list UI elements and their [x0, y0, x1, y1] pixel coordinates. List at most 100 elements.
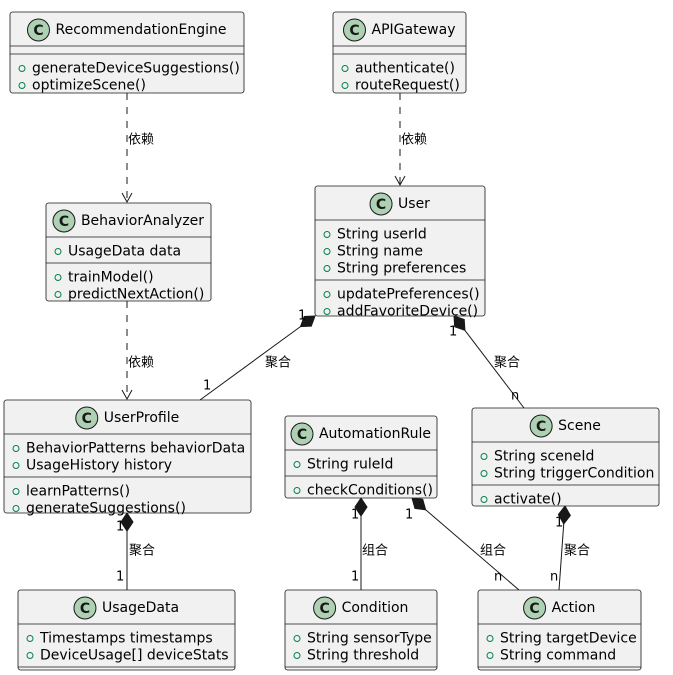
class-attribute: String targetDevice — [500, 631, 637, 647]
class-name: Scene — [558, 418, 601, 434]
class-method: activate() — [494, 492, 562, 508]
multiplicity-target: 1 — [351, 570, 359, 585]
class-stereotype-icon — [26, 18, 50, 42]
public-visibility-icon — [12, 488, 20, 495]
relation-label: 组合 — [480, 544, 506, 559]
class-attribute: String userId — [337, 227, 427, 243]
relation-label: 依赖 — [401, 133, 427, 148]
class-attribute: UsageData data — [68, 244, 181, 260]
multiplicity-target: 1 — [116, 570, 124, 585]
class-stereotype-icon — [313, 596, 337, 620]
class-attribute: String sceneId — [494, 449, 594, 465]
class-stereotype-glyph: C — [529, 601, 539, 617]
class-name: BehaviorAnalyzer — [81, 213, 204, 229]
class-method: trainModel() — [68, 270, 154, 286]
class-method: routeRequest() — [355, 78, 460, 94]
class-stereotype-icon — [52, 209, 76, 233]
public-visibility-icon — [480, 453, 488, 460]
class-name: UserProfile — [104, 410, 179, 426]
class-box — [45, 202, 212, 302]
class-box — [477, 589, 642, 671]
class-method: addFavoriteDevice() — [337, 304, 478, 320]
relation-label: 聚合 — [129, 544, 155, 559]
dependency-arrowhead — [394, 175, 406, 187]
relation-label: 组合 — [362, 544, 388, 559]
public-visibility-icon — [341, 82, 349, 89]
class-attribute: String ruleId — [307, 457, 393, 473]
class-behavior-analyzer: BehaviorAnalyzer C UsageData data trainMode… — [45, 202, 212, 303]
public-visibility-icon — [323, 265, 331, 272]
aggregation-line — [199, 326, 301, 401]
class-stereotype-glyph: C — [59, 214, 69, 230]
class-attribute: DeviceUsage[] deviceStats — [40, 648, 229, 664]
public-visibility-icon — [341, 65, 349, 72]
class-attribute: String threshold — [307, 648, 419, 664]
public-visibility-icon — [293, 635, 301, 642]
multiplicity-target: n — [550, 570, 558, 585]
public-visibility-icon — [293, 487, 301, 494]
public-visibility-icon — [323, 291, 331, 298]
public-visibility-icon — [12, 505, 20, 512]
public-visibility-icon — [480, 496, 488, 503]
public-visibility-icon — [323, 231, 331, 238]
class-box — [314, 185, 486, 317]
class-stereotype-glyph: C — [376, 197, 386, 213]
relation-r6: 聚合 1 1 — [116, 512, 155, 590]
class-name: APIGateway — [372, 22, 456, 38]
public-visibility-icon — [293, 461, 301, 468]
class-stereotype-glyph: C — [319, 601, 329, 617]
public-visibility-icon — [18, 65, 26, 72]
class-attribute: UsageHistory history — [26, 458, 172, 474]
class-name: Action — [552, 600, 596, 616]
public-visibility-icon — [12, 445, 20, 452]
relation-r2: 依赖 — [394, 93, 427, 187]
public-visibility-icon — [293, 652, 301, 659]
public-visibility-icon — [486, 652, 494, 659]
relation-label: 依赖 — [128, 356, 154, 371]
class-stereotype-glyph: C — [297, 427, 307, 443]
class-stereotype-glyph: C — [33, 23, 43, 39]
relation-label: 聚合 — [494, 356, 520, 371]
class-attribute: String sensorType — [307, 631, 432, 647]
class-attribute: String triggerCondition — [494, 466, 654, 482]
public-visibility-icon — [323, 308, 331, 315]
multiplicity-source: 1 — [555, 516, 563, 531]
class-stereotype-icon — [369, 192, 393, 216]
public-visibility-icon — [18, 82, 26, 89]
relations-layer: 依赖依赖依赖聚合11聚合1n聚合11组合11组合1n聚合1n — [116, 93, 590, 591]
class-method: updatePreferences() — [337, 287, 480, 303]
class-name: UsageData — [102, 600, 179, 616]
class-name: AutomationRule — [319, 426, 431, 442]
class-name: RecommendationEngine — [55, 22, 226, 38]
class-stereotype-icon — [75, 406, 99, 430]
public-visibility-icon — [486, 635, 494, 642]
class-attribute: BehaviorPatterns behaviorData — [26, 441, 245, 457]
relation-label: 聚合 — [265, 356, 291, 371]
public-visibility-icon — [26, 635, 34, 642]
classes-layer: RecommendationEngineCgenerateDeviceSugge… — [3, 11, 660, 671]
class-attribute: Timestamps timestamps — [39, 631, 213, 647]
multiplicity-source: 1 — [116, 520, 124, 535]
relation-label: 依赖 — [128, 133, 154, 148]
class-method: learnPatterns() — [26, 484, 130, 500]
class-stereotype-icon — [529, 414, 553, 438]
public-visibility-icon — [54, 248, 62, 255]
class-stereotype-glyph: C — [536, 419, 546, 435]
aggregation-line — [558, 523, 565, 591]
aggregation-line — [464, 330, 525, 409]
class-method: predictNextAction() — [68, 287, 204, 303]
class-name: User — [398, 196, 430, 212]
